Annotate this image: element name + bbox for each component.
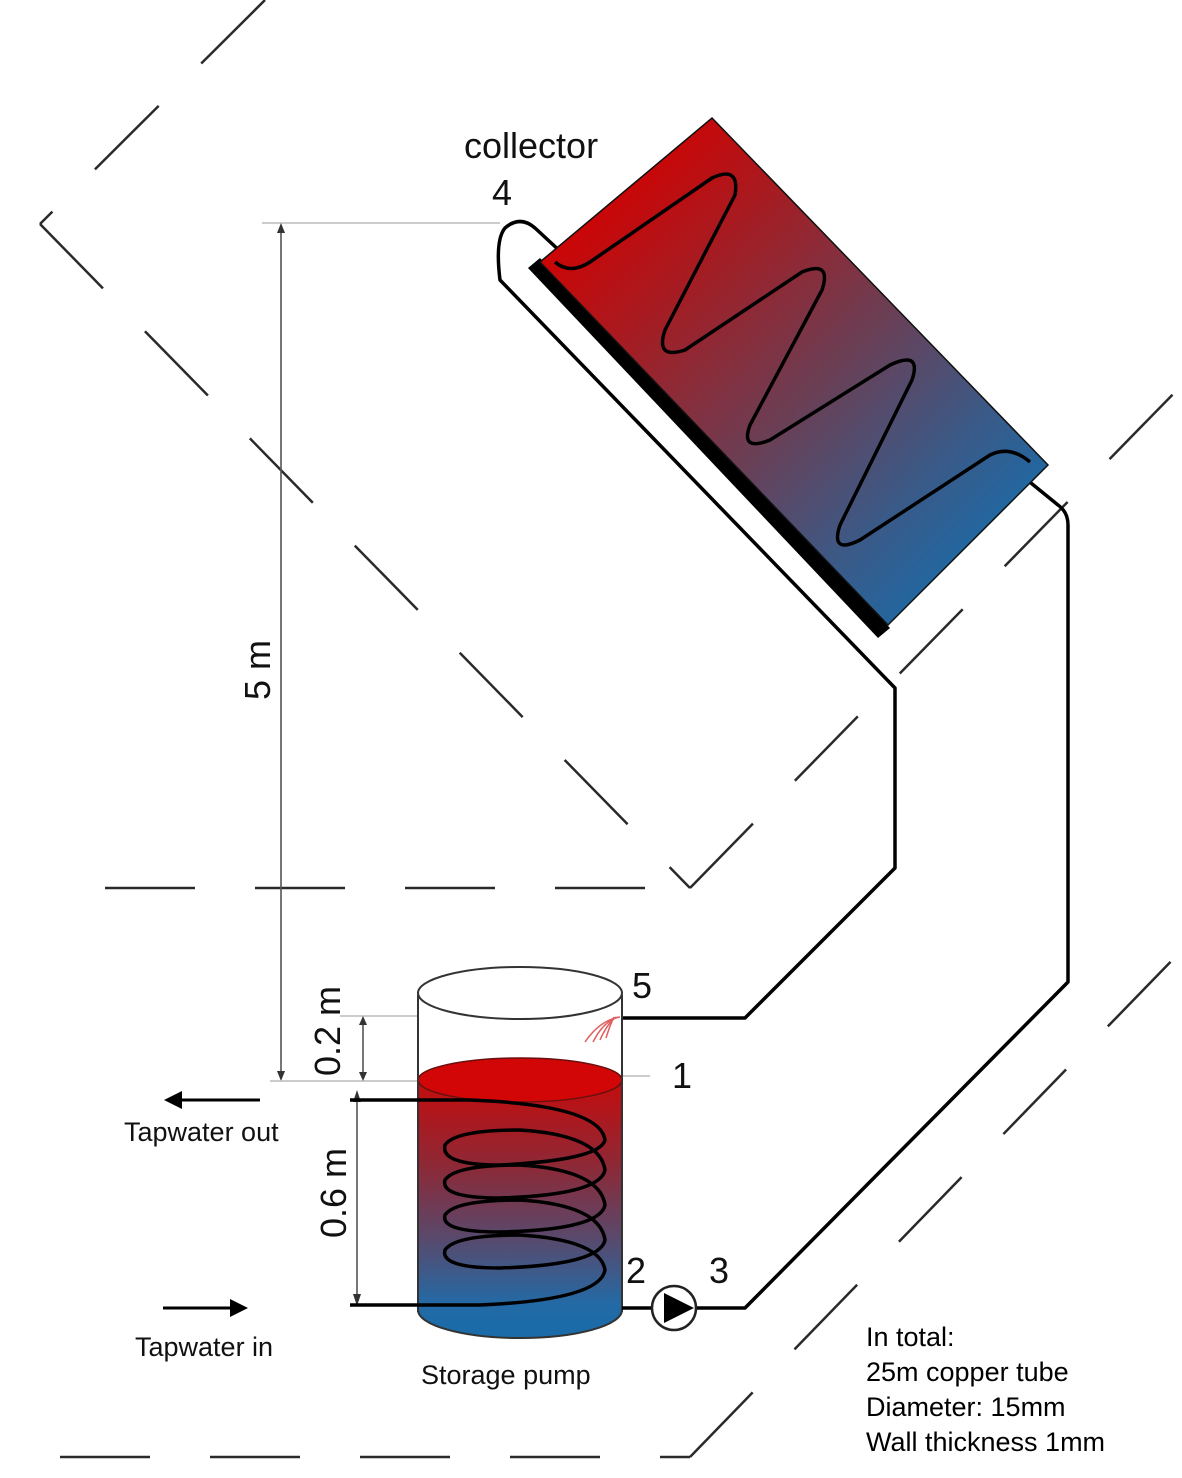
dimension-5m-label: 5 m	[237, 640, 278, 700]
roof-left-lower	[39, 223, 691, 889]
tapwater-out-label: Tapwater out	[124, 1117, 279, 1147]
solar-collector	[528, 116, 1050, 638]
notes-line: In total:	[866, 1322, 955, 1352]
arrowhead	[277, 1071, 285, 1081]
tank-water-body	[418, 1080, 622, 1338]
dimension-0.6m-label: 0.6 m	[313, 1148, 354, 1238]
pump-icon	[650, 1284, 698, 1332]
wall-right	[689, 949, 1182, 1458]
pipe-collector-supply	[697, 468, 1070, 1310]
point-5-label: 5	[632, 965, 652, 1006]
collector-serpentine	[553, 172, 1032, 547]
tapwater-in-label: Tapwater in	[135, 1332, 273, 1362]
tapwater-in-arrow-icon	[163, 1299, 248, 1317]
tank-water-surface	[417, 1057, 623, 1103]
arrowhead	[359, 1016, 367, 1025]
storage-pump-label: Storage pump	[421, 1360, 591, 1390]
dimension-lines	[262, 222, 650, 1306]
arrowhead	[353, 1294, 361, 1306]
notes-line: Diameter: 15mm	[866, 1392, 1066, 1422]
specification-notes: In total: 25m copper tube Diameter: 15mm…	[866, 1320, 1105, 1460]
arrowhead	[359, 1072, 367, 1081]
roof-right-inner	[689, 384, 1182, 889]
tank-bottom	[417, 1309, 623, 1339]
roof-left-upper	[39, 0, 266, 225]
inlet-plume	[584, 1016, 621, 1043]
heat-exchanger-coil	[350, 1098, 607, 1307]
point-3-label: 3	[709, 1250, 729, 1291]
house-outline	[39, 0, 1182, 1459]
arrowhead	[277, 223, 285, 233]
notes-line: Wall thickness 1mm	[866, 1427, 1106, 1457]
point-1-label: 1	[672, 1055, 692, 1096]
absorber-back	[528, 258, 890, 638]
tank-lid	[417, 966, 623, 1020]
collector-label: collector	[464, 125, 598, 166]
pipe-collector-return	[496, 219, 897, 1020]
tapwater-out-arrow-icon	[164, 1091, 260, 1109]
point-2-label: 2	[626, 1250, 646, 1291]
dimension-0.2m-label: 0.2 m	[307, 986, 348, 1076]
notes-line: 25m copper tube	[866, 1357, 1069, 1387]
collector-piping	[496, 219, 1070, 1310]
storage-tank	[350, 966, 652, 1339]
point-4-label: 4	[492, 172, 512, 213]
